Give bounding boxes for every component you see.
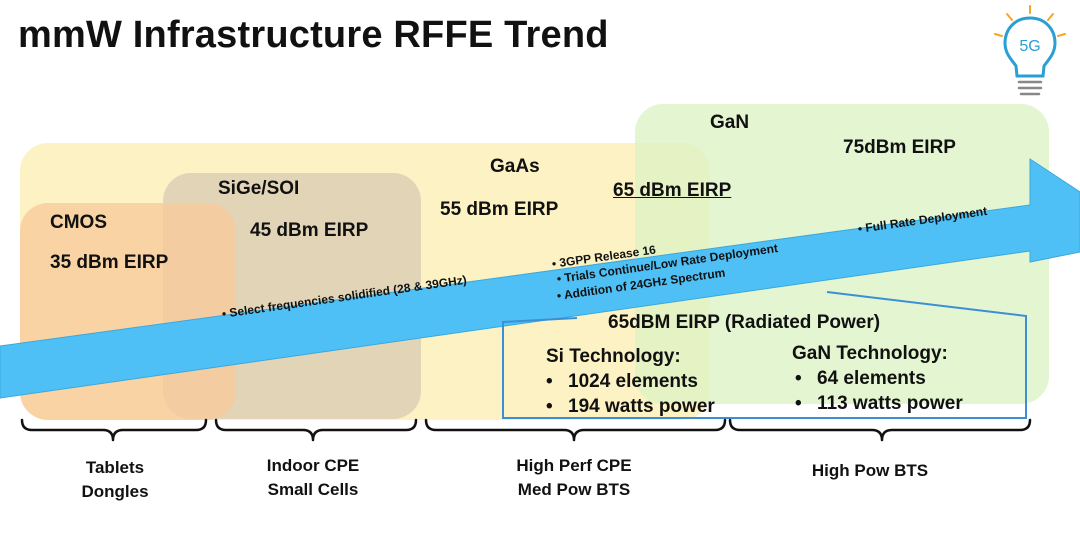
underlined-eirp: 65 dBm EIRP [613,180,732,201]
bullet-icon: • [795,368,802,389]
logo-text: 5G [1019,38,1040,55]
si-technology-title: Si Technology: [546,346,681,367]
bullet-icon: • [795,393,802,414]
bulb-rays-icon [994,5,1066,37]
lightbulb-5g-logo: 5G [994,5,1066,96]
bullet-icon: • [546,396,553,417]
category-label-tablets: Tablets Dongles [81,458,149,501]
bulb-outline-icon [1003,16,1057,78]
category-label-high-pow-bts: High Pow BTS [811,461,929,480]
category-label-high-perf-cpe: High Perf CPE Med Pow BTS [516,456,632,499]
category-brace [214,418,418,442]
gan-technology-item: •64 elements [795,368,926,389]
callout-heading: 65dBM EIRP (Radiated Power) [608,312,881,333]
trend-arrow-shape [0,158,1080,399]
gan-technology-title: GaN Technology: [792,343,948,364]
callout-border [502,291,1027,419]
region-label-gan: GaN [710,112,750,133]
category-brace [20,418,208,442]
gan-technology-item: •113 watts power [795,393,963,414]
category-brace [424,418,727,442]
bullet-icon: • [546,371,553,392]
region-eirp-gan: 75dBm EIRP [843,137,956,158]
region-eirp-cmos: 35 dBm EIRP [50,252,169,273]
region-eirp-gaas: 55 dBm EIRP [440,199,559,220]
category-label-indoor-cpe: Indoor CPE Small Cells [266,456,360,499]
region-label-cmos: CMOS [50,212,107,233]
si-technology-item: •1024 elements [546,371,698,392]
region-label-sige-soi: SiGe/SOI [218,178,300,199]
si-technology-item: •194 watts power [546,396,715,417]
category-brace [728,418,1032,442]
page-title: mmW Infrastructure RFFE Trend [18,14,609,56]
region-eirp-sige-soi: 45 dBm EIRP [250,220,369,241]
bulb-base-icon [1017,80,1043,96]
region-label-gaas: GaAs [490,156,540,177]
